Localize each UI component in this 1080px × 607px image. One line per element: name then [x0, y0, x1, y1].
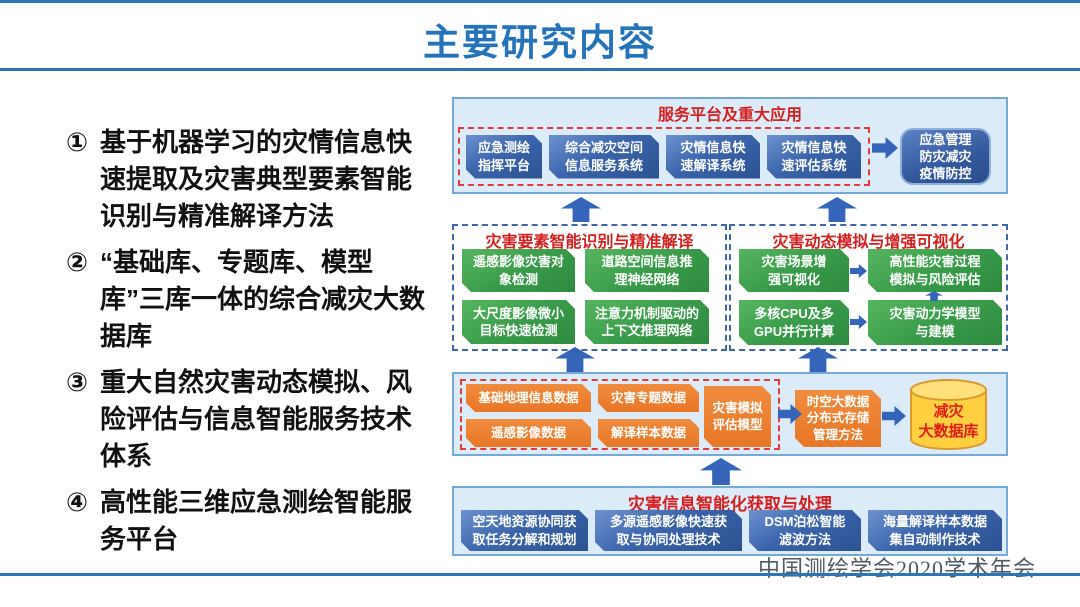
system-box: 综合减灾空间 信息服务系统 [549, 135, 659, 179]
data-box: 遥感影像数据 [466, 419, 591, 447]
up-arrow-icon [561, 197, 601, 222]
list-item: ④ 高性能三维应急测绘智能服务平台 [66, 484, 428, 558]
recognition-title: 灾害要素智能识别与精准解译 [485, 234, 694, 251]
method-box: 高性能灾害过程 模拟与风险评估 [868, 249, 1002, 292]
item-text: “基础库、专题库、模型库”三库一体的综合减灾大数据库 [100, 247, 426, 351]
right-arrow-icon [850, 264, 867, 278]
item-number: ① [66, 127, 89, 157]
simulation-section: 灾害动态模拟与增强可视化 灾害场景增 强可视化 高性能灾害过程 模拟与风险评估 … [729, 224, 1008, 351]
list-item: ② “基础库、专题库、模型库”三库一体的综合减灾大数据库 [66, 244, 428, 355]
method-box: 灾害动力学模型 与建模 [868, 300, 1002, 345]
bigdata-panel: 基础地理信息数据 灾害专题数据 遥感影像数据 解译样本数据 灾害模拟 评估模型 … [452, 372, 1008, 456]
acquisition-title: 灾害信息智能化获取与处理 [628, 495, 832, 514]
data-box: 基础地理信息数据 [466, 384, 591, 412]
method-box: 多核CPU及多 GPU并行计算 [739, 300, 849, 345]
top-rule [0, 0, 1080, 3]
method-box: 大尺度影像微小 目标快速检测 [462, 300, 575, 344]
method-box: 注意力机制驱动的 上下文推理网络 [585, 300, 709, 344]
cylinder-shape [910, 379, 987, 450]
up-arrow-icon [817, 197, 857, 222]
service-platform-title: 服务平台及重大应用 [657, 107, 802, 124]
bottom-rule [0, 573, 1080, 576]
right-arrow-icon [850, 315, 867, 329]
list-item: ③ 重大自然灾害动态模拟、风险评估与信息智能服务技术体系 [66, 364, 428, 475]
method-box: 遥感影像灾害对 象检测 [462, 249, 575, 292]
system-box: 灾情信息快 速解译系统 [666, 135, 760, 179]
list-item: ① 基于机器学习的灾情信息快速提取及灾害典型要素智能识别与精准解译方法 [66, 124, 428, 235]
page-title: 主要研究内容 [423, 22, 657, 63]
conference-footer: 中国测绘学会2020学术年会 [757, 556, 1036, 581]
service-platform-panel: 服务平台及重大应用 应急测绘 指挥平台 综合减灾空间 信息服务系统 灾情信息快 … [452, 97, 1008, 194]
up-arrow-icon [925, 291, 943, 301]
data-box: 灾害专题数据 [598, 384, 699, 412]
method-box: 道路空间信息推 理神经网络 [585, 249, 709, 292]
acquisition-panel: 灾害信息智能化获取与处理 空天地资源协同获 取任务分解和规划 多源遥感影像快速获… [452, 486, 1008, 556]
item-number: ④ [66, 487, 89, 517]
right-arrow-icon [882, 406, 906, 426]
storage-box: 时空大数据 分布式存储 管理方法 [795, 390, 881, 447]
model-box: 灾害模拟 评估模型 [704, 386, 771, 447]
item-number: ③ [66, 367, 89, 397]
research-list: ① 基于机器学习的灾情信息快速提取及灾害典型要素智能识别与精准解译方法 ② “基… [66, 124, 428, 567]
method-box: 灾害场景增 强可视化 [739, 249, 849, 292]
item-text: 基于机器学习的灾情信息快速提取及灾害典型要素智能识别与精准解译方法 [100, 127, 413, 231]
up-arrow-icon [700, 458, 742, 485]
item-text: 重大自然灾害动态模拟、风险评估与信息智能服务技术体系 [100, 367, 413, 471]
item-number: ② [66, 247, 89, 277]
application-box: 应急管理 防灾减灾 疫情防控 [900, 128, 991, 185]
data-box: 解译样本数据 [598, 419, 699, 447]
database-cylinder-icon: 减灾 大数据库 [907, 378, 990, 452]
simulation-title: 灾害动态模拟与增强可视化 [772, 234, 965, 251]
item-text: 高性能三维应急测绘智能服务平台 [100, 487, 413, 554]
tech-box: 海量解译样本数据 集自动制作技术 [868, 510, 1002, 551]
system-box: 应急测绘 指挥平台 [466, 135, 542, 179]
title-underline [0, 68, 1080, 71]
right-arrow-icon [872, 137, 898, 159]
systems-group: 应急测绘 指挥平台 综合减灾空间 信息服务系统 灾情信息快 速解译系统 灾情信息… [458, 127, 870, 186]
system-box: 灾情信息快 速评估系统 [767, 135, 861, 179]
recognition-section: 灾害要素智能识别与精准解译 遥感影像灾害对 象检测 道路空间信息推 理神经网络 … [452, 224, 727, 351]
tech-box: 空天地资源协同获 取任务分解和规划 [461, 510, 588, 551]
database-label: 减灾 大数据库 [918, 403, 979, 440]
tech-box: 多源遥感影像快速获 取与协同处理技术 [595, 510, 742, 551]
tech-box: DSM泊松智能 滤波方法 [749, 510, 861, 551]
